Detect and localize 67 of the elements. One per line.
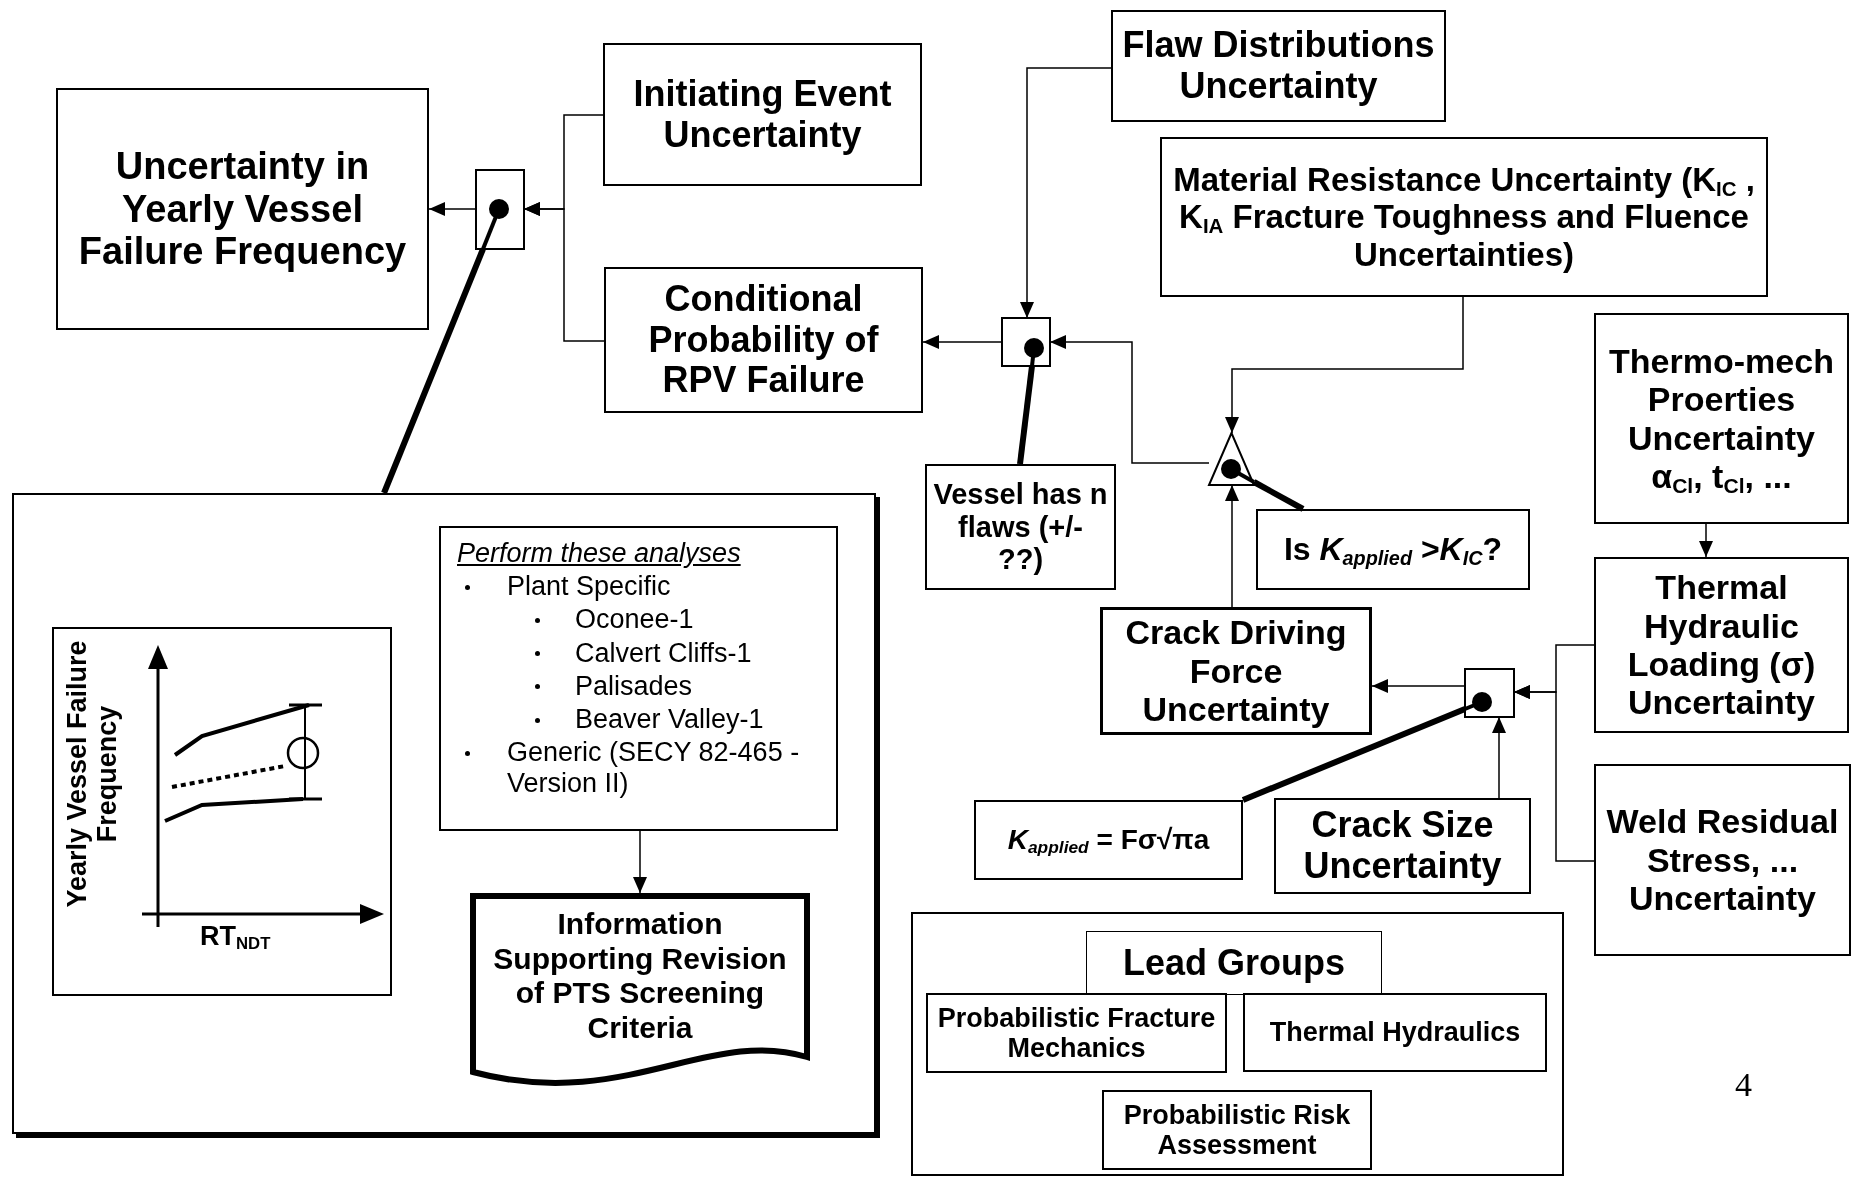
process-box — [974, 800, 1243, 880]
node-text: Crack Size Uncertainty — [1302, 805, 1503, 887]
node-text: Flaw Distributions Uncertainty — [1121, 25, 1436, 107]
process-box — [603, 43, 922, 186]
node-text: Initiating Event Uncertainty — [632, 73, 893, 156]
node-text: Weld Residual Stress, ... Uncertainty — [1605, 802, 1840, 918]
connector-arrow — [922, 335, 1003, 349]
connector-arrow — [1492, 716, 1506, 799]
connector-arrow — [1371, 679, 1466, 693]
process-box — [1102, 1090, 1372, 1170]
node-text: Thermal Hydraulic Loading (σ) Uncertainty — [1626, 568, 1817, 722]
node-text: Is K$_{applied}$ >K$_{IC}$? — [1283, 531, 1503, 568]
list-item: Generic (SECY 82-465 - Version II) — [457, 737, 826, 798]
connector-arrow — [1225, 296, 1464, 434]
connector-line — [1252, 479, 1305, 512]
connector-arrow — [428, 202, 477, 216]
analysis-list-box — [439, 526, 838, 831]
group-heading: Lead Groups — [1086, 931, 1382, 995]
group-panel — [911, 912, 1564, 1176]
list-item: Palisades — [457, 670, 826, 702]
junction-box — [1001, 317, 1051, 367]
junction-box — [475, 169, 525, 250]
list-item: Oconee-1 — [457, 604, 826, 635]
list-heading: Perform these analyses — [457, 538, 742, 569]
process-box — [1594, 313, 1849, 524]
page-number: 4 — [1735, 1066, 1752, 1104]
node-text: K$_{applied}$ = Fσ√πa — [1007, 824, 1210, 856]
connector-arrow — [1513, 685, 1595, 862]
connector-arrow — [1049, 335, 1210, 464]
connector-arrow — [633, 830, 647, 894]
node-text: Conditional Probability of RPV Failure — [647, 279, 880, 401]
process-box — [1160, 137, 1768, 297]
node-text: Probabilistic Risk Assessment — [1122, 1099, 1352, 1161]
process-box — [56, 88, 429, 330]
node-text: Uncertainty in Yearly Vessel Failure Frequency — [77, 144, 408, 274]
connector-line — [1017, 365, 1035, 465]
chart-panel — [52, 627, 392, 996]
connector-arrow — [1225, 484, 1239, 608]
node-text: Vessel has n flaws (+/- ??) — [933, 477, 1108, 577]
process-box — [1243, 993, 1547, 1072]
process-box — [1594, 557, 1849, 733]
connector-line — [1241, 706, 1467, 803]
process-box — [926, 993, 1227, 1073]
process-box — [1274, 798, 1531, 894]
node-text: Information Supporting Revision of PTS Screening Criteria — [492, 907, 788, 1045]
junction-box — [1464, 668, 1515, 718]
node-text: Thermal Hydraulics — [1269, 1017, 1521, 1048]
process-box — [1594, 764, 1851, 956]
connector-arrow — [1020, 67, 1112, 319]
process-box — [925, 464, 1116, 590]
junction-triangle — [1207, 430, 1256, 486]
process-box — [604, 267, 923, 413]
node-text: Material Resistance Uncertainty (K$_{IC}$ , K$_{IA}$ Fracture Toughness and Fluence Uncertainties) — [1172, 161, 1756, 273]
list-item: Beaver Valley-1 — [457, 704, 826, 735]
axis-label: Yearly Vessel Failure Frequency — [62, 639, 124, 910]
connector-arrow — [523, 202, 605, 342]
process-box — [1111, 10, 1446, 122]
node-text: Crack Driving Force Uncertainty — [1124, 613, 1348, 729]
list-item: Calvert Cliffs-1 — [457, 637, 826, 668]
node-text: α$_{Cl}$, t$_{Cl}$, ... — [1651, 456, 1792, 496]
node-text: Probabilistic Fracture Mechanics — [936, 1002, 1217, 1064]
list-item: Plant Specific — [457, 571, 826, 602]
process-box — [1100, 607, 1372, 735]
process-box — [1256, 509, 1530, 590]
connector-line — [381, 247, 486, 495]
axis-label: RT$_{NDT}$ — [200, 921, 271, 952]
connector-arrow — [1699, 523, 1713, 558]
